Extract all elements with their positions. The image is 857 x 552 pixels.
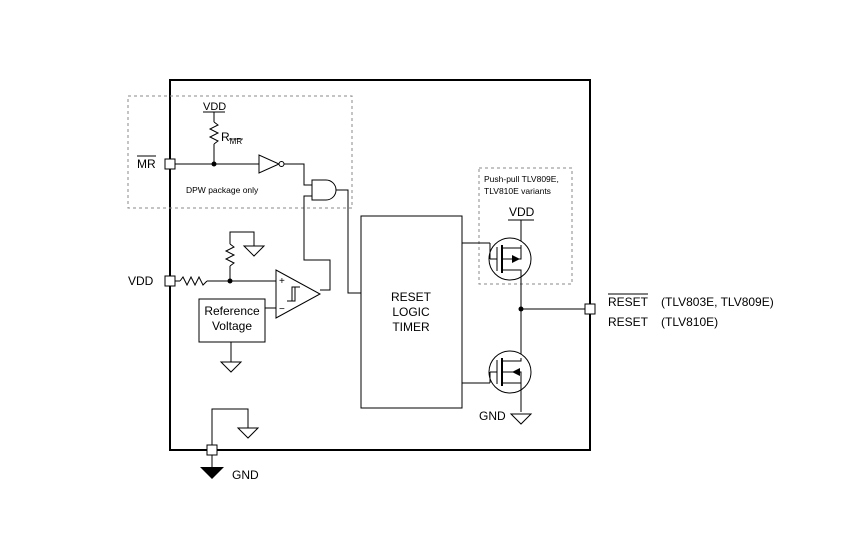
- comparator-minus: −: [279, 304, 285, 315]
- timer-line2: LOGIC: [392, 305, 430, 319]
- comparator-plus: +: [279, 276, 285, 287]
- nmos-ground-symbol: [509, 413, 533, 425]
- comparator: [275, 269, 322, 319]
- mr-vdd-label: VDD: [203, 101, 226, 113]
- vdd-pin-label: VDD: [128, 274, 154, 288]
- output-gnd-label: GND: [479, 409, 506, 423]
- chip-outline: [169, 79, 591, 451]
- pmos-arrow: [512, 255, 520, 263]
- gnd-pin: [206, 444, 218, 456]
- reset-pin: [584, 303, 596, 315]
- vdd-pin: [164, 275, 176, 287]
- pushpull-note-1: Push-pull TLV809E,: [484, 174, 559, 184]
- internal-gnd-wire: [211, 408, 249, 446]
- reset-label: RESET: [608, 315, 649, 329]
- inverter-gate: [258, 154, 281, 174]
- divider-resistor-top: [179, 275, 208, 287]
- internal-ground-symbol: [236, 427, 260, 439]
- divider-ground-symbol: [242, 245, 266, 257]
- pushpull-region: [478, 167, 573, 285]
- timer-line3: TIMER: [392, 320, 430, 334]
- inverter-bubble: [278, 161, 285, 167]
- mr-resistor: [208, 121, 220, 145]
- nmos-drain: [502, 358, 522, 362]
- and-to-timer-wire: [336, 189, 361, 294]
- reset-variants: (TLV810E): [661, 315, 718, 329]
- divider-resistor-bottom: [224, 243, 236, 267]
- reference-line1: Reference: [204, 304, 260, 318]
- reset-logic-timer-box: [360, 215, 463, 409]
- reset-bar-label: RESET: [608, 295, 649, 309]
- nmos-body: [502, 371, 522, 383]
- comparator-to-and-wire: [303, 195, 331, 291]
- pmos-body: [502, 248, 522, 260]
- pushpull-note-2: TLV810E variants: [484, 186, 551, 196]
- reference-ground-symbol: [219, 361, 243, 373]
- mr-pin-label: MR: [137, 157, 156, 171]
- divider-gnd-wire: [229, 231, 255, 246]
- nmos-arrow: [512, 368, 520, 376]
- pushpull-vdd-label: VDD: [509, 205, 535, 219]
- mr-pin: [164, 158, 176, 170]
- pmos-drain: [502, 269, 522, 280]
- hysteresis-symbol-2: [290, 286, 300, 302]
- reference-line2: Voltage: [212, 319, 252, 333]
- mr-resistor-label: RMR: [221, 130, 242, 146]
- gnd-pin-label: GND: [232, 468, 259, 482]
- and-gate: [311, 179, 337, 201]
- timer-line1: RESET: [391, 290, 432, 304]
- reset-bar-variants: (TLV803E, TLV809E): [661, 295, 774, 309]
- external-ground-symbol: [200, 467, 224, 479]
- reference-voltage-box: [198, 298, 266, 343]
- inverter-to-and-wire: [284, 163, 312, 186]
- dpw-note: DPW package only: [186, 185, 259, 195]
